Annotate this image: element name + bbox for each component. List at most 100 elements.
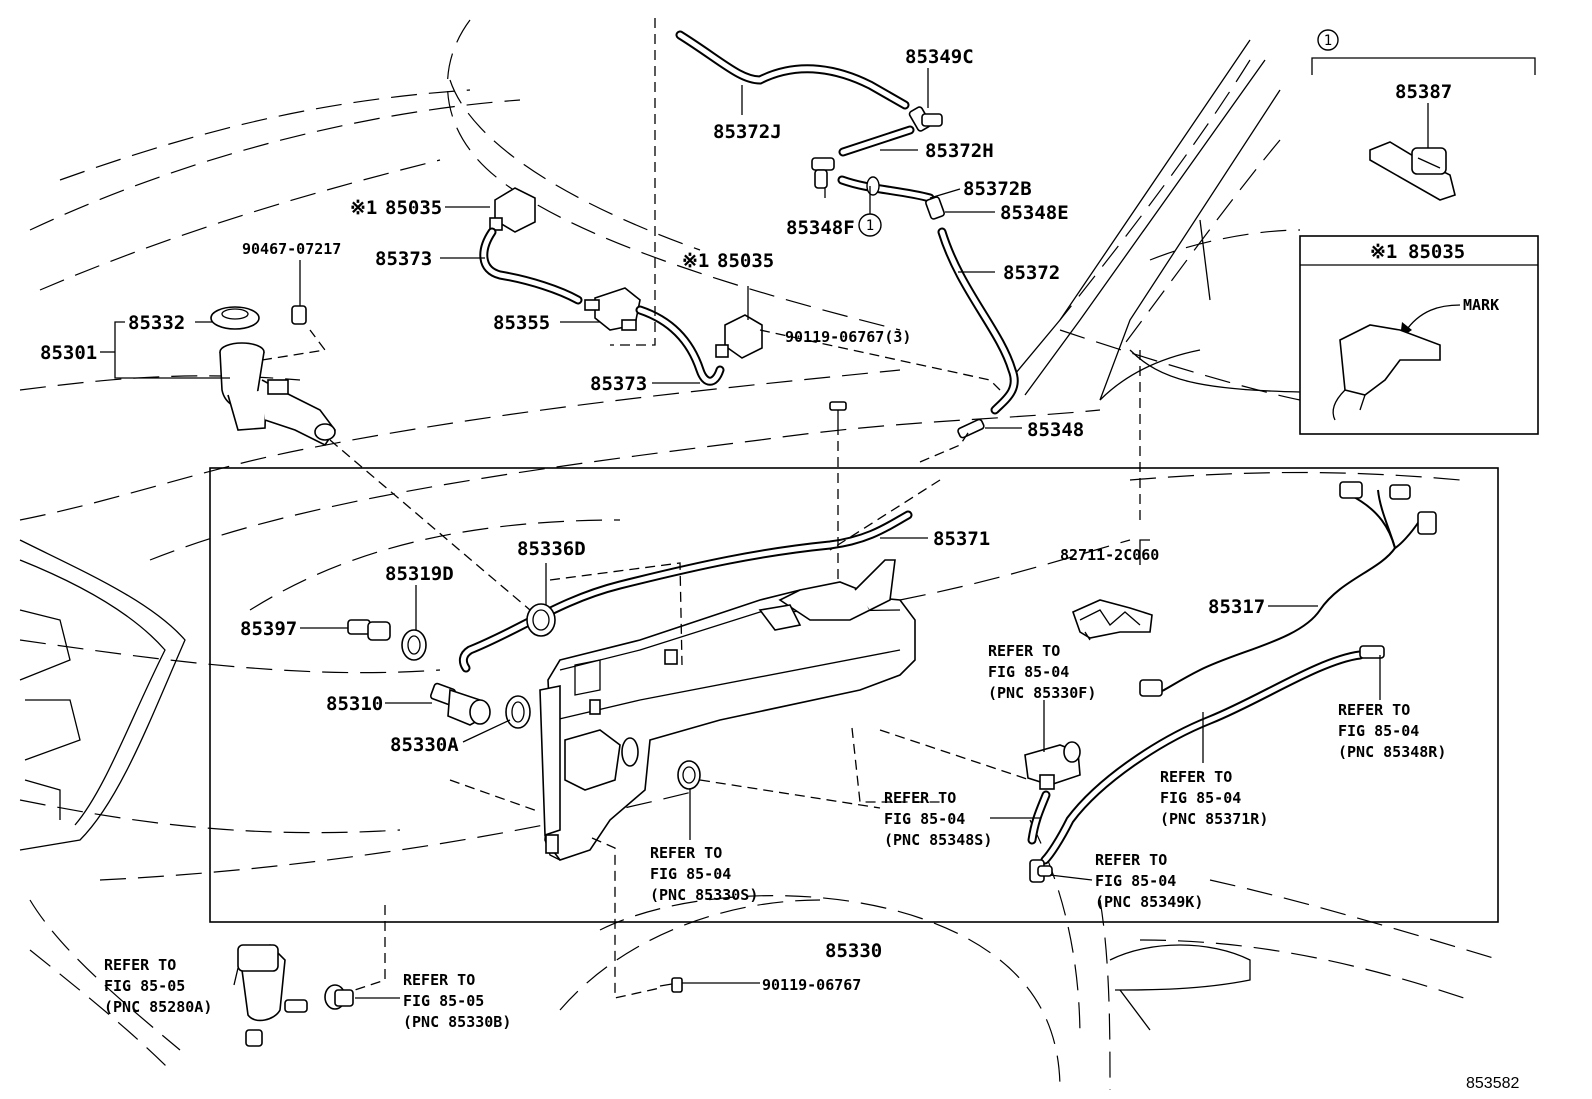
label-85319D: 85319D (385, 563, 454, 585)
connector-85348F (811, 157, 835, 189)
circle-marker-top (1317, 29, 1339, 51)
refer-85349K: REFER TO FIG 85-04 (PNC 85349K) (1095, 851, 1203, 911)
hose-85372J (675, 30, 910, 110)
harness-85317 (1139, 481, 1437, 697)
label-85387: 85387 (1395, 81, 1452, 103)
label-85330A: 85330A (390, 734, 459, 756)
label-85372: 85372 (1003, 262, 1060, 284)
refer-85330B: REFER TO FIG 85-05 (PNC 85330B) (403, 971, 511, 1031)
label-85373-a: 85373 (375, 248, 432, 270)
bolt-90119-3 (829, 401, 847, 425)
label-85348: 85348 (1027, 419, 1084, 441)
label-85317: 85317 (1208, 596, 1265, 618)
hose-85373-lower (635, 305, 725, 386)
hose-85373-upper (479, 227, 583, 305)
grommet-85330S (677, 760, 701, 790)
inset-title-part: 85035 (1408, 241, 1465, 263)
svg-text:1: 1 (866, 218, 874, 234)
label-85397: 85397 (240, 618, 297, 640)
clip-90467 (291, 305, 307, 325)
cap-85332 (210, 306, 260, 330)
grommet-85330A (505, 695, 531, 729)
star-marker-b: ※1 (682, 250, 709, 272)
tank-85330 (539, 559, 916, 861)
label-82711-2C060: 82711-2C060 (1060, 546, 1159, 564)
vehicle-body-outline (19, 19, 1501, 1091)
svg-text:REFER TO: REFER TO (104, 956, 176, 974)
grommet-85330B (324, 984, 354, 1010)
label-90119-06767: 90119-06767 (762, 976, 861, 994)
refer-85330S: REFER TO FIG 85-04 (PNC 85330S) (650, 844, 758, 904)
svg-text:FIG 85-04: FIG 85-04 (884, 810, 965, 828)
label-85372B: 85372B (963, 178, 1032, 200)
hose-85372H (838, 125, 915, 157)
hose-85372B (837, 175, 935, 203)
refer-85348S: REFER TO FIG 85-04 (PNC 85348S) (884, 789, 992, 849)
label-85373-b: 85373 (590, 373, 647, 395)
diagram-id: 853582 (1466, 1075, 1519, 1092)
label-85355: 85355 (493, 312, 550, 334)
connector-85348E (925, 196, 945, 220)
svg-text:FIG 85-04: FIG 85-04 (1095, 872, 1176, 890)
svg-text:1: 1 (1324, 33, 1332, 49)
label-85332: 85332 (128, 312, 185, 334)
sensor-82711 (1072, 599, 1153, 641)
svg-text:(PNC 85371R): (PNC 85371R) (1160, 810, 1268, 828)
connector-85348 (957, 418, 985, 439)
svg-text:(PNC 85330F): (PNC 85330F) (988, 684, 1096, 702)
hose-85371 (458, 510, 913, 673)
svg-text:(PNC 85349K): (PNC 85349K) (1095, 893, 1203, 911)
inlet-85301 (219, 342, 336, 447)
svg-text:FIG 85-04: FIG 85-04 (650, 865, 731, 883)
inset-title-star: ※1 (1370, 241, 1397, 263)
refer-85330F: REFER TO FIG 85-04 (PNC 85330F) (988, 642, 1096, 702)
star-marker-a: ※1 (350, 197, 377, 219)
hose-85371R (1040, 645, 1385, 865)
label-85371: 85371 (933, 528, 990, 550)
label-85349C: 85349C (905, 46, 974, 68)
label-85336D: 85336D (517, 538, 586, 560)
svg-text:REFER TO: REFER TO (1338, 701, 1410, 719)
assembly-dashed-lines (261, 18, 1141, 999)
svg-text:REFER TO: REFER TO (1160, 768, 1232, 786)
inset-85035: ※1 85035 MARK (1299, 235, 1539, 435)
svg-text:REFER TO: REFER TO (403, 971, 475, 989)
grommet-85336D (526, 603, 556, 637)
label-85310: 85310 (326, 693, 383, 715)
label-85372J: 85372J (713, 121, 782, 143)
bolt-90119 (659, 977, 683, 993)
svg-text:(PNC 85348S): (PNC 85348S) (884, 831, 992, 849)
leader-lines (100, 68, 1381, 999)
valve-85355 (584, 287, 641, 331)
elbow-85349K (1029, 859, 1053, 883)
connector-85349C (908, 106, 943, 132)
svg-text:FIG 85-05: FIG 85-05 (104, 977, 185, 995)
part-labels: 85349C 85372J 85372H 85372B 85348F 85348… (40, 46, 1265, 994)
svg-text:(PNC 85280A): (PNC 85280A) (104, 998, 212, 1016)
svg-text:(PNC 85330S): (PNC 85330S) (650, 886, 758, 904)
nozzle-85035-lower (715, 314, 763, 359)
svg-text:REFER TO: REFER TO (884, 789, 956, 807)
label-85348E: 85348E (1000, 202, 1069, 224)
svg-text:FIG 85-04: FIG 85-04 (1338, 722, 1419, 740)
label-90467-07217: 90467-07217 (242, 240, 341, 258)
svg-text:FIG 85-04: FIG 85-04 (988, 663, 1069, 681)
tank-assembly-frame (209, 467, 1499, 923)
vehicle-body-solid (19, 39, 1301, 1031)
label-85372H: 85372H (925, 140, 994, 162)
label-85348F: 85348F (786, 217, 855, 239)
label-90119-06767-3: 90119-06767(3) (785, 328, 911, 346)
refer-85348R: REFER TO FIG 85-04 (PNC 85348R) (1338, 701, 1446, 761)
hose-85372 (937, 227, 1019, 415)
sensor-85397 (347, 619, 391, 641)
pump-85310 (429, 682, 491, 726)
label-85035-b: 85035 (717, 250, 774, 272)
svg-text:(PNC 85348R): (PNC 85348R) (1338, 743, 1446, 761)
refer-85280A: REFER TO FIG 85-05 (PNC 85280A) (104, 956, 212, 1016)
label-85330: 85330 (825, 940, 882, 962)
svg-text:(PNC 85330B): (PNC 85330B) (403, 1013, 511, 1031)
hose-85348S (1027, 790, 1051, 845)
label-85035-a: 85035 (385, 197, 442, 219)
svg-text:REFER TO: REFER TO (988, 642, 1060, 660)
label-85301: 85301 (40, 342, 97, 364)
